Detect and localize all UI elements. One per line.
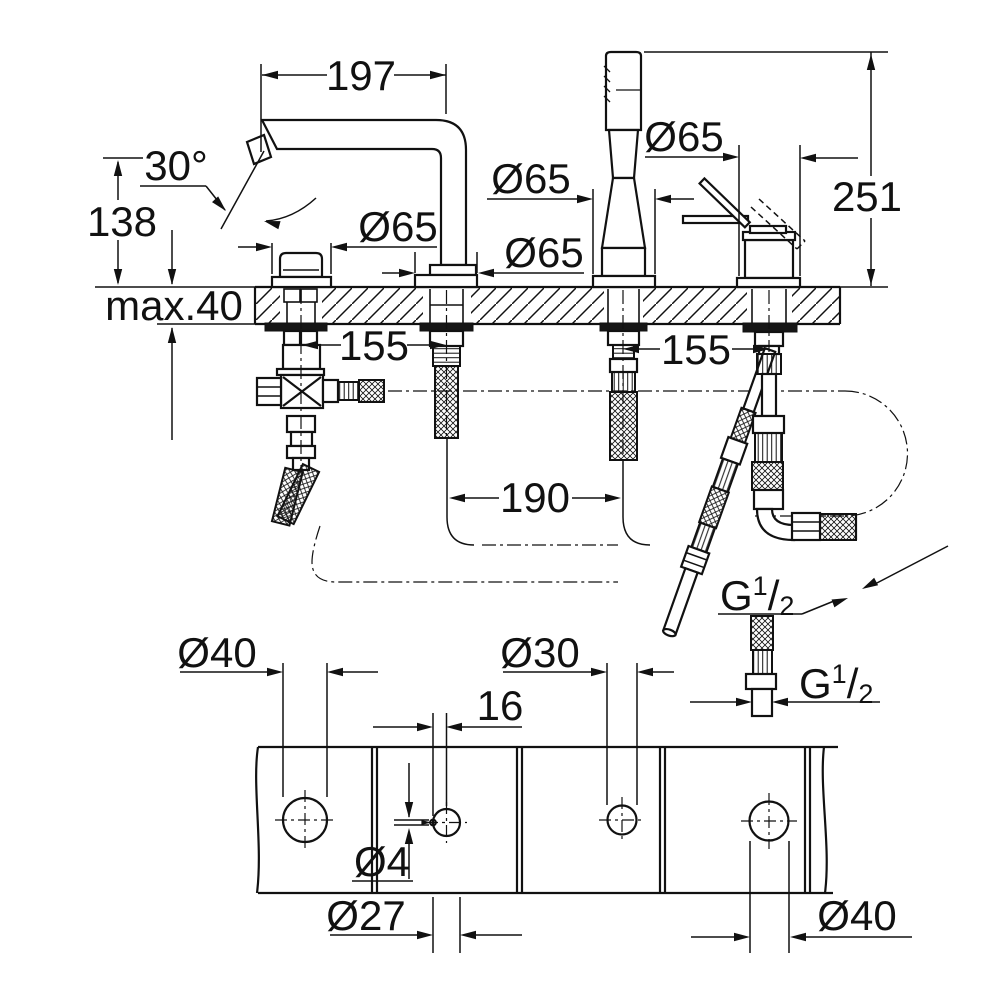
deck-plan: [255, 745, 838, 895]
top-view: 197 30° 138 max.40 Ø65 Ø65 Ø65 Ø65 251 1…: [87, 50, 949, 638]
dim-escutcheon-mixer: Ø65: [644, 113, 723, 160]
mixer-lever-raised: [698, 176, 752, 229]
dim-pilot-offset: 16: [477, 682, 524, 729]
dim-pitch-center: 190: [500, 474, 570, 521]
dim-hole3: Ø30: [500, 629, 579, 676]
dim-total-height: 251: [832, 173, 902, 220]
dim-hole2: Ø27: [326, 892, 405, 939]
centerlines: [300, 290, 770, 470]
dim-pilot: Ø4: [354, 838, 410, 885]
dim-hole1: Ø40: [177, 629, 256, 676]
mixer: [681, 176, 806, 289]
shower-hose-end: [744, 615, 778, 718]
top-view-dimensions: 197 30° 138 max.40 Ø65 Ø65 Ø65 Ø65 251 1…: [87, 51, 949, 621]
plan-view: Ø40 Ø30 16 Ø4 Ø27 Ø40 G1/2: [177, 615, 912, 953]
dim-hole4: Ø40: [817, 892, 896, 939]
dim-pitch-right: 155: [661, 326, 731, 373]
deck-holes: [275, 790, 797, 850]
dim-escutcheon-shower: Ø65: [491, 155, 570, 202]
dim-pitch-left: 155: [339, 322, 409, 369]
dim-spout-height: 138: [87, 198, 157, 245]
dim-deck-thickness: max.40: [105, 282, 243, 329]
spout: [245, 118, 479, 289]
dim-escutcheon-knob: Ø65: [358, 203, 437, 250]
hose-routing-lines: [446, 438, 651, 546]
dim-spout-projection: 197: [326, 52, 396, 99]
spout-aerator: [245, 133, 273, 166]
dim-hose-thread-lower: G1/2: [799, 659, 873, 709]
mixer-tailpiece-hoses: [661, 330, 858, 638]
diverter-knob: [270, 251, 333, 289]
dim-hose-thread-upper: G1/2: [720, 571, 794, 621]
dim-spray-angle: 30°: [144, 142, 208, 189]
plan-view-dimensions: Ø40 Ø30 16 Ø4 Ø27 Ø40 G1/2: [177, 629, 912, 953]
handshower: [591, 50, 657, 289]
dim-escutcheon-spout: Ø65: [504, 229, 583, 276]
supply-hose-elbow: [751, 353, 858, 542]
deck-section: [253, 285, 842, 326]
mixer-lever-alternate-dashed: [750, 198, 806, 250]
